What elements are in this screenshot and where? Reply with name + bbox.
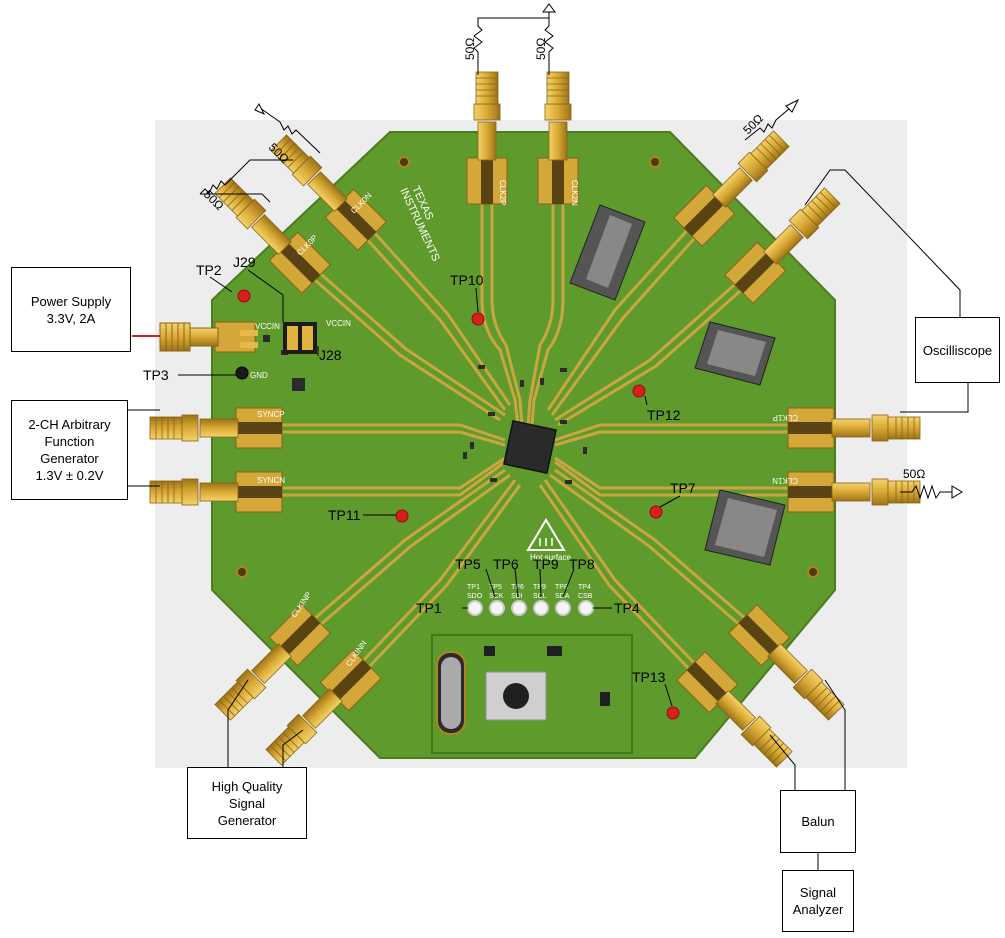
label-tp7: TP7 <box>670 480 696 496</box>
label-tp1: TP1 <box>416 600 442 616</box>
silk-vccin-2: VCCIN <box>326 319 351 328</box>
silk-clk2p: CLK2P <box>498 180 507 205</box>
silk-tp-sig-4: SDA <box>555 593 570 600</box>
label-j28: J28 <box>319 347 342 363</box>
balun-box: Balun <box>780 790 856 853</box>
silk-tp-hdr-3: TP9 <box>533 584 546 591</box>
tp3-black-point <box>236 367 248 379</box>
silk-tp-sig-3: SCL <box>533 593 547 600</box>
silk-clk1n: CLK1N <box>772 476 798 485</box>
hq-gen-box: High Quality Signal Generator <box>187 767 307 839</box>
res-label-right: 50Ω <box>903 467 925 481</box>
arb-gen-box: 2-CH Arbitrary Function Generator 1.3V ±… <box>11 400 128 500</box>
label-tp8: TP8 <box>569 556 595 572</box>
silk-tp-sig-0: SDO <box>467 593 483 600</box>
oscilloscope-box: Oscilliscope <box>915 317 1000 383</box>
silk-tp-hdr-5: TP4 <box>578 584 591 591</box>
silk-clk1p: CLK1P <box>773 413 798 422</box>
silk-syncp: SYNCP <box>257 410 285 419</box>
label-tp5: TP5 <box>455 556 481 572</box>
label-tp9: TP9 <box>533 556 559 572</box>
jumper-headers <box>283 322 317 354</box>
silk-vccin-1: VCCIN <box>255 322 280 331</box>
label-j29: J29 <box>233 254 256 270</box>
silk-gnd: GND <box>250 371 268 380</box>
silk-tp-sig-5: CSB <box>578 593 593 600</box>
res-label-top-right: 50Ω <box>534 38 548 60</box>
silk-tp-sig-2: SDI <box>511 593 523 600</box>
silk-syncn: SYNCN <box>257 476 285 485</box>
silk-tp-hdr-0: TP1 <box>467 584 480 591</box>
label-tp10: TP10 <box>450 272 484 288</box>
power-supply-box: Power Supply 3.3V, 2A <box>11 267 131 352</box>
label-tp11: TP11 <box>328 507 361 523</box>
label-tp12: TP12 <box>647 407 681 423</box>
signal-analyzer-box: Signal Analyzer <box>782 870 854 932</box>
label-tp4: TP4 <box>614 600 640 616</box>
silk-tp-sig-1: SCK <box>489 593 504 600</box>
label-tp13: TP13 <box>632 669 666 685</box>
silk-clk2n: CLK2N <box>570 180 579 206</box>
label-tp2: TP2 <box>196 262 222 278</box>
label-tp6: TP6 <box>493 556 519 572</box>
res-label-top-left: 50Ω <box>463 38 477 60</box>
center-ic <box>504 421 556 473</box>
label-tp3: TP3 <box>143 367 169 383</box>
